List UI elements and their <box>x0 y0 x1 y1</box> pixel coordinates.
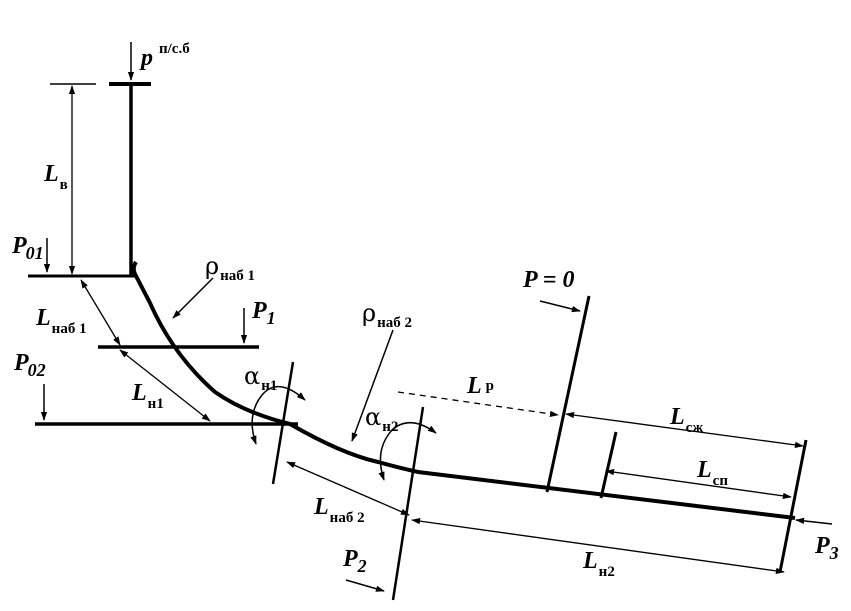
label-rho-nab1: ρнаб 1 <box>205 252 255 284</box>
sp-start-line <box>599 431 618 499</box>
dim-L-n1 <box>119 349 211 422</box>
label-L-v: Lв <box>43 161 68 193</box>
label-L-sp: Lсп <box>696 457 728 489</box>
arrow-rho2 <box>351 329 394 442</box>
label-L-szh: Lсж <box>669 404 703 436</box>
arrow-P3 <box>795 517 833 525</box>
arrow-rho1 <box>172 277 214 319</box>
build-section-2 <box>289 422 419 474</box>
label-P-zero: P = 0 <box>522 267 574 293</box>
dim-L-sp <box>605 469 792 499</box>
section-line-2 <box>391 406 425 601</box>
arrow-P2 <box>345 579 385 592</box>
label-L-n2: Lн2 <box>582 548 615 580</box>
angle-arcs <box>250 386 437 481</box>
angle-arc-1 <box>250 386 306 445</box>
dim-L-nab2 <box>286 461 410 516</box>
label-alpha-n2: αн2 <box>365 403 398 435</box>
well-path <box>109 82 796 520</box>
label-P1: P1 <box>251 298 276 328</box>
angle-arc-2 <box>378 422 437 481</box>
dim-L-szh <box>565 411 804 449</box>
dim-L-nab1 <box>80 279 121 346</box>
dimensions <box>68 85 804 574</box>
label-P01: P01 <box>11 233 44 263</box>
label-P02: P02 <box>13 350 46 380</box>
end-line <box>778 439 808 573</box>
label-rho-nab2: ρнаб 2 <box>362 299 412 331</box>
reference-lines <box>28 83 808 601</box>
pointer-arrows <box>40 42 833 592</box>
arrow-P-zero <box>539 300 581 313</box>
label-P3: P3 <box>814 533 839 563</box>
label-L-nab1: Lнаб 1 <box>35 305 87 337</box>
label-L-nab2: Lнаб 2 <box>313 494 365 526</box>
label-P2: P2 <box>342 546 367 576</box>
label-L-n1: Lн1 <box>131 380 164 412</box>
label-alpha-n1: αн1 <box>244 362 277 394</box>
zero-pressure-line <box>545 295 591 493</box>
dim-L-r <box>397 391 559 417</box>
dim-L-n2 <box>411 518 785 574</box>
